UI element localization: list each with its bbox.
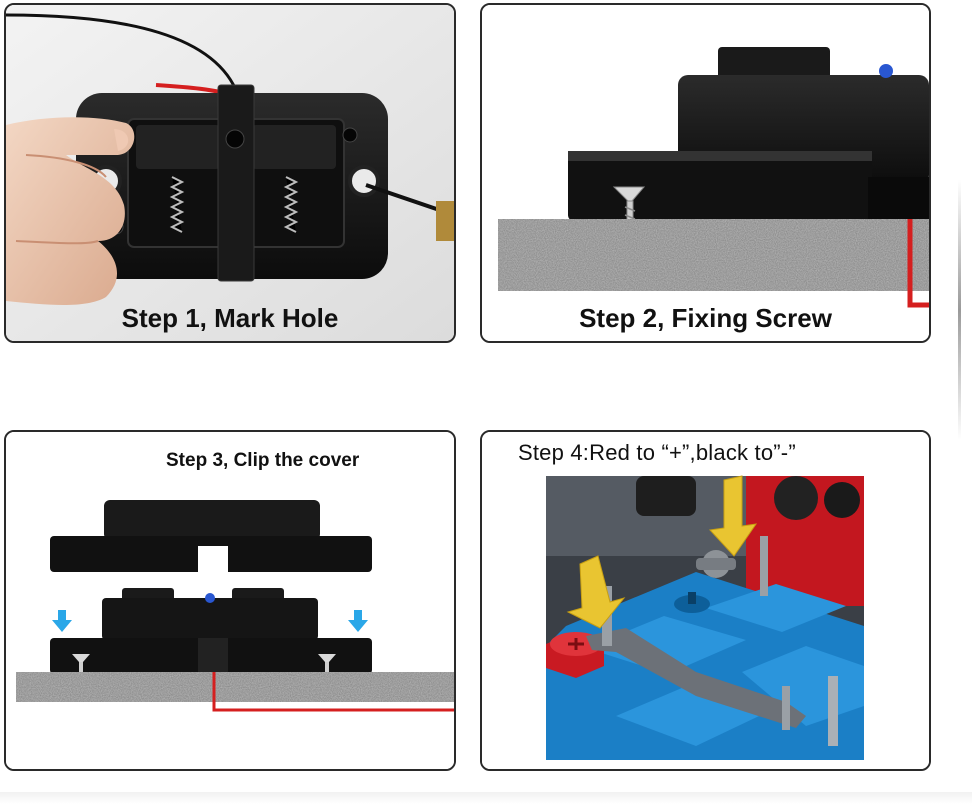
step-2-caption: Step 2, Fixing Screw	[579, 303, 832, 333]
image-bottom-edge	[0, 792, 972, 804]
step-1-panel: Step 1, Mark Hole	[4, 3, 456, 343]
step-4-illustration	[482, 432, 929, 769]
step-1-caption: Step 1, Mark Hole	[121, 303, 339, 333]
step-4-panel: Step 4:Red to “+”,black to”-”	[480, 430, 931, 771]
step-1-illustration	[6, 5, 454, 341]
step-3-panel: Step 3, Clip the cover	[4, 430, 456, 771]
arrow-down-icon	[708, 475, 758, 557]
socket-base	[50, 588, 372, 674]
carpet-panel	[16, 672, 454, 702]
socket-base	[568, 151, 929, 221]
step-4-caption: Step 4:Red to “+”,black to”-”	[518, 440, 796, 465]
hand-icon	[6, 117, 135, 305]
step-3-caption: Step 3, Clip the cover	[166, 450, 360, 471]
socket-housing	[76, 84, 388, 282]
step-2-panel: Step 2, Fixing Screw	[480, 3, 931, 343]
arrow-down-icon	[566, 555, 626, 629]
arrow-down-icon	[348, 610, 368, 632]
socket-cover	[50, 500, 372, 572]
minus-icon	[674, 592, 710, 613]
step-2-illustration	[482, 5, 929, 341]
carpet-panel	[498, 219, 929, 291]
image-edge-shadow	[958, 180, 961, 440]
step-3-illustration	[6, 432, 454, 769]
arrow-down-icon	[52, 610, 72, 632]
